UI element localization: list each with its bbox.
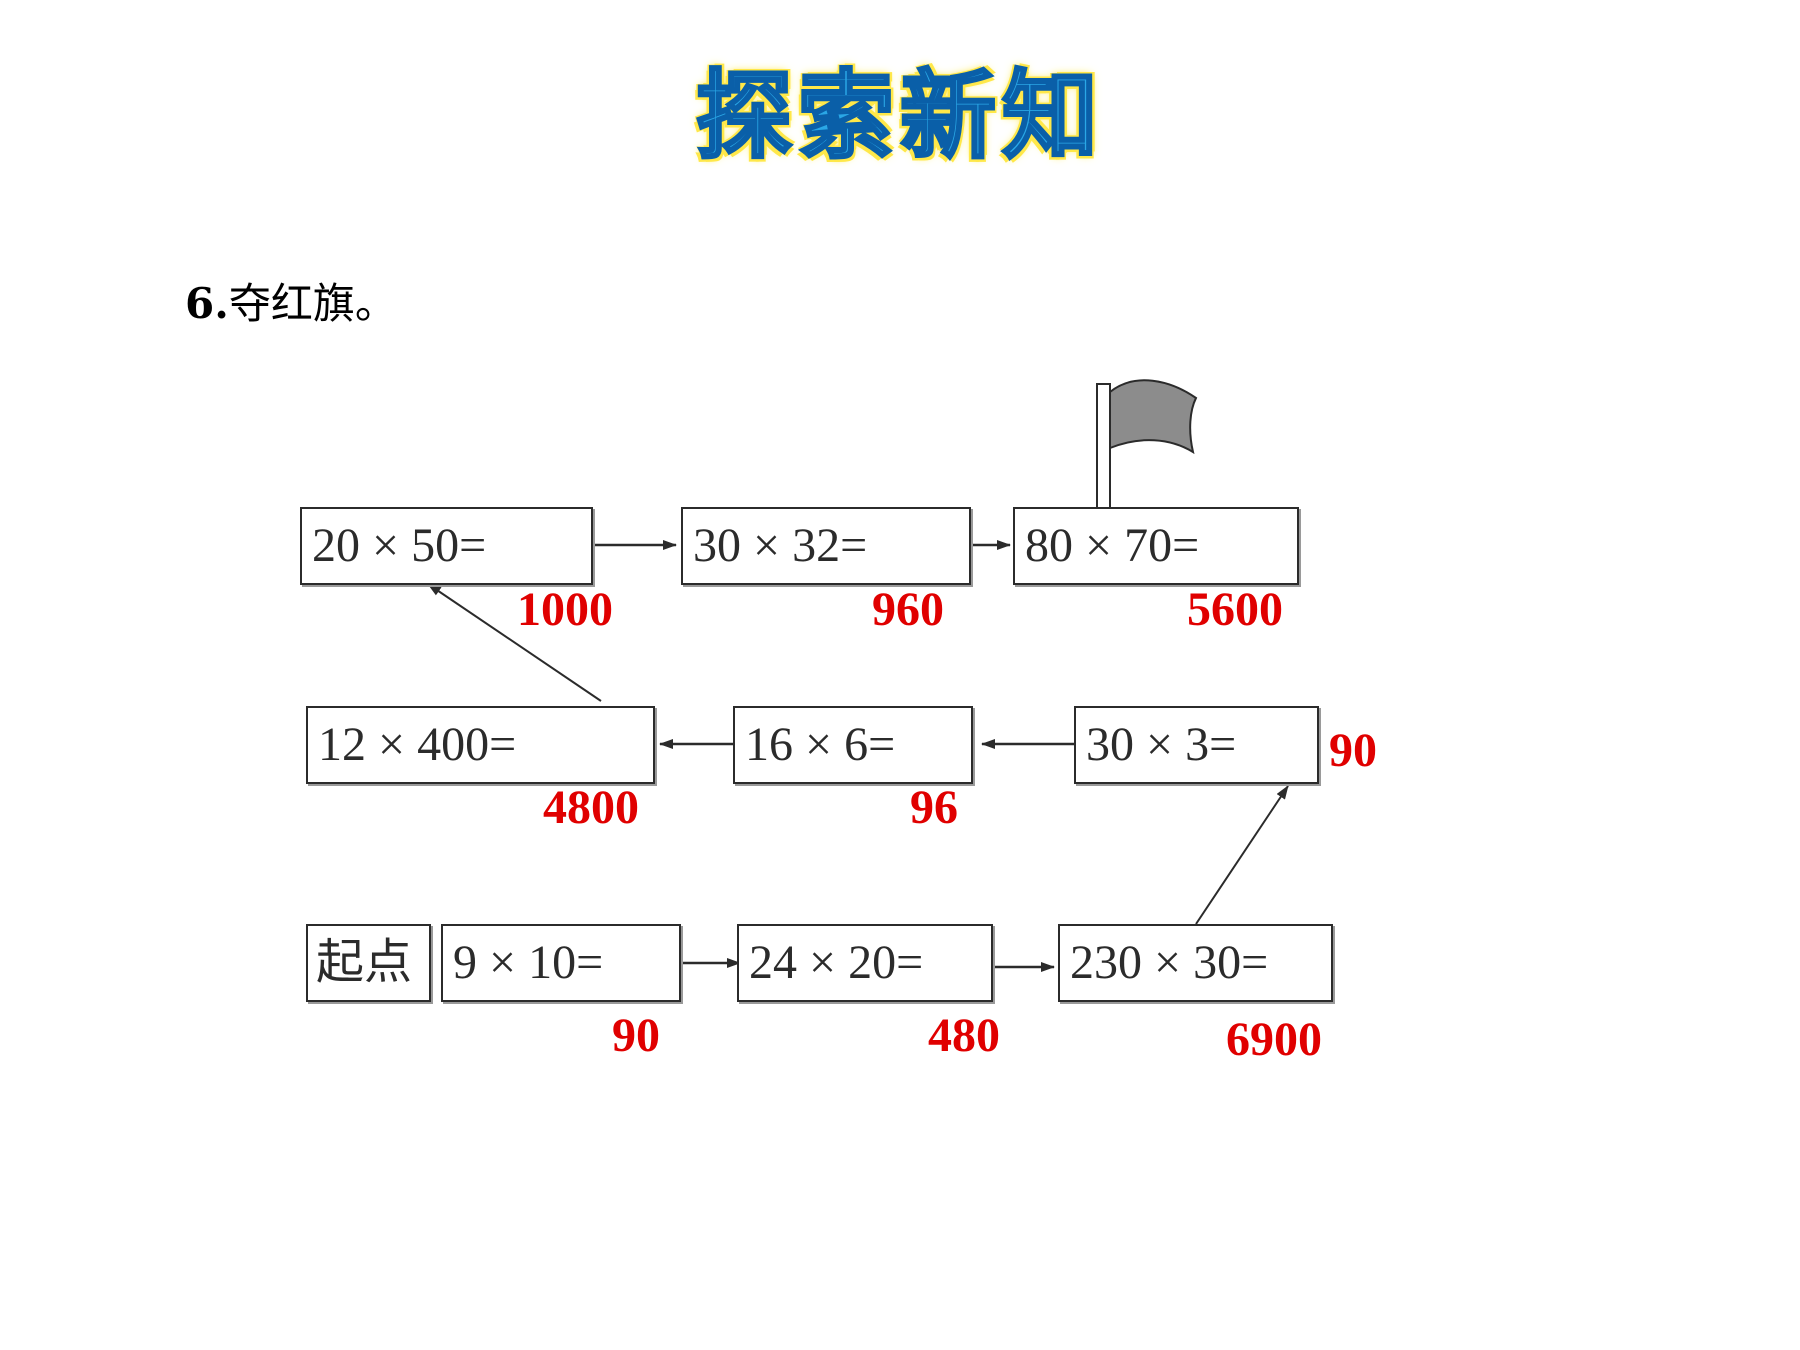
- answer-r2c2: 96: [910, 781, 958, 834]
- answer-r1c2: 960: [872, 583, 944, 636]
- expression-box-r2c1: 12 × 400=: [306, 706, 655, 784]
- page-title: 探索新知: [695, 59, 1104, 174]
- answer-r3c1: 90: [612, 1009, 660, 1062]
- expression-box-r2c2: 16 × 6=: [733, 706, 973, 784]
- expression-box-r1c1: 20 × 50=: [300, 507, 593, 585]
- expression-box-r3c1: 9 × 10=: [441, 924, 681, 1002]
- answer-r2c3: 90: [1329, 724, 1377, 777]
- answer-r3c2: 480: [928, 1009, 1000, 1062]
- expression-box-r1c3: 80 × 70=: [1013, 507, 1299, 585]
- answer-r1c1: 1000: [517, 583, 613, 636]
- expression-box-r3c3: 230 × 30=: [1058, 924, 1333, 1002]
- question: 6.夺红旗。: [185, 270, 397, 331]
- arrow-up-left: [427, 583, 602, 702]
- answer-r3c3: 6900: [1226, 1013, 1322, 1066]
- start-box: 起点: [306, 924, 431, 1002]
- answer-r2c1: 4800: [543, 781, 639, 834]
- arrow-up-right: [1195, 785, 1289, 925]
- question-text: 夺红旗。: [228, 279, 397, 328]
- answer-r1c3: 5600: [1187, 583, 1283, 636]
- expression-box-r3c2: 24 × 20=: [737, 924, 993, 1002]
- question-number: 6.: [185, 279, 229, 328]
- expression-box-r1c2: 30 × 32=: [681, 507, 971, 585]
- expression-box-r2c3: 30 × 3=: [1074, 706, 1319, 784]
- flag-icon: [1096, 379, 1198, 511]
